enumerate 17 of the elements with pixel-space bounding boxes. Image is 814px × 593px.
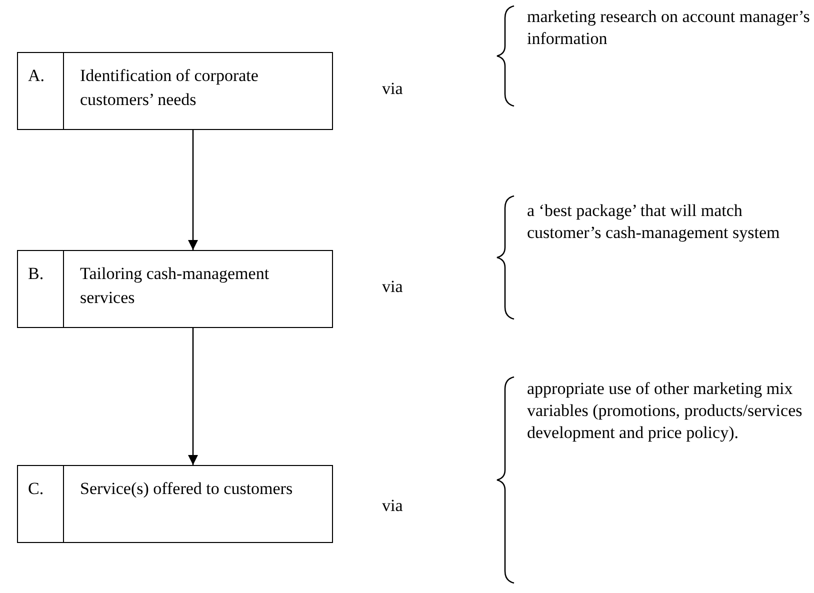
description-text: appropriate use of other marketing mix variables (promotions, products/services development and price policy). (527, 378, 804, 444)
process-box (17, 250, 333, 328)
process-box (17, 465, 333, 543)
arrow (188, 130, 198, 250)
description-text: marketing research on account manager’s information (527, 6, 811, 50)
step-text: Service(s) offered to customers (80, 479, 293, 498)
step-text: Identification of corporate customers’ needs (80, 66, 258, 109)
arrow (188, 328, 198, 465)
step-letter: C. (28, 479, 44, 498)
process-box (17, 52, 333, 130)
connector-word: via (382, 495, 404, 517)
description-text: a ‘best package’ that will match customer’s cash-management system (527, 200, 781, 244)
connector-word: via (382, 276, 404, 298)
connector-word: via (382, 78, 404, 100)
step-letter: B. (28, 264, 44, 283)
step-letter: A. (28, 66, 45, 85)
step-text: Tailoring cash-management services (80, 264, 270, 307)
